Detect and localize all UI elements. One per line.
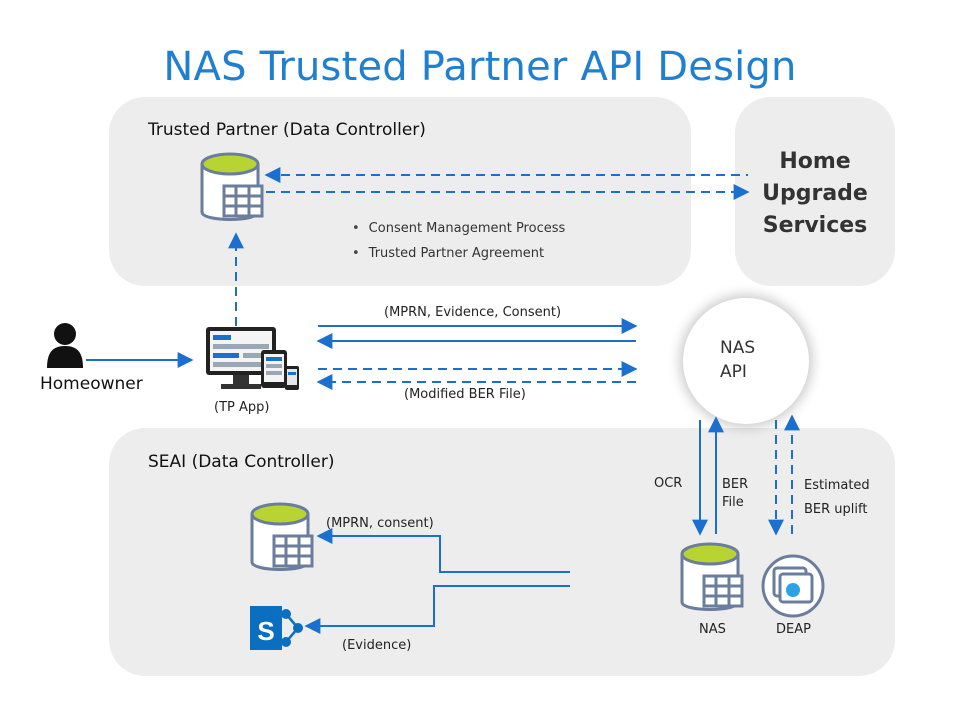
bullet-item: Consent Management Process [352,216,566,241]
database-icon [250,502,314,571]
ber-file-line: File [722,495,744,510]
seai-panel [109,428,895,676]
nas-label: NAS [699,622,726,637]
nas-api-node [683,298,809,424]
page-title: NAS Trusted Partner API Design [163,44,797,90]
nas-api-line: API [720,362,747,382]
flow-evidence [304,585,570,634]
svg-text:S: S [257,616,274,646]
database-icon [200,152,264,221]
home-upgrade-services-label: Home Upgrade Services [735,146,895,242]
nas-api-label: NAS API [720,336,755,384]
home-upgrade-panel [735,97,895,286]
hus-line: Services [762,213,868,238]
estimated-uplift-label: Estimated BER uplift [804,474,870,522]
ocr-label: OCR [654,476,683,491]
trusted-partner-bullets: Consent Management Process Trusted Partn… [352,216,566,266]
nas-api-line: NAS [720,338,756,358]
response-flow-label: (Modified BER File) [404,387,526,402]
deap-label: DEAP [776,622,811,637]
request-flow-label: (MPRN, Evidence, Consent) [384,305,562,320]
seai-title: SEAI (Data Controller) [148,452,335,472]
trusted-partner-title: Trusted Partner (Data Controller) [148,120,426,140]
estimated-line: Estimated [804,478,870,493]
database-icon [680,542,744,611]
desktop-app-icon [206,327,299,390]
ber-file-line: BER [722,477,749,492]
deap-icon [761,554,825,618]
sharepoint-icon: S [250,606,303,650]
estimated-line: BER uplift [804,502,868,517]
homeowner-label: Homeowner [40,374,143,394]
ber-file-label: BER File [722,476,748,512]
tp-app-label: (TP App) [214,400,270,415]
user-icon [47,323,83,368]
evidence-label: (Evidence) [342,638,412,653]
mprn-consent-label: (MPRN, consent) [326,516,434,531]
hus-line: Upgrade [762,181,868,206]
flow-mprn-consent [316,528,570,573]
bullet-item: Trusted Partner Agreement [352,241,565,266]
hus-line: Home [779,149,851,174]
